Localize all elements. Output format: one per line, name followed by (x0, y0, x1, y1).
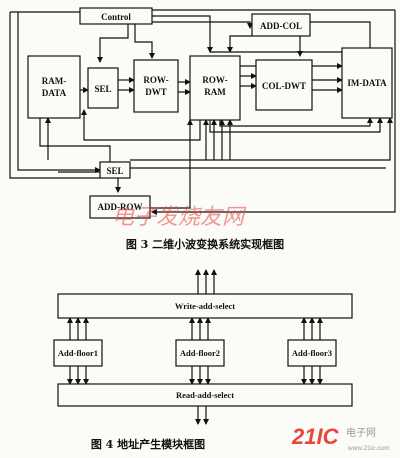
loop-3 (219, 117, 373, 127)
row-ram-label-2: RAM (204, 87, 226, 97)
logo-watermark: 21IC 电子网 www.21ic.com (291, 424, 390, 452)
add-col-box (251, 13, 311, 37)
row-dwt-box (133, 59, 179, 113)
floor1-box (53, 339, 103, 367)
add-row-label: ADD-ROW (98, 202, 143, 212)
read-select-box (57, 383, 353, 407)
row-ram-box (189, 55, 241, 121)
control-bus-right (151, 10, 396, 215)
row-ram-label-1: ROW- (202, 75, 227, 85)
loop-2 (209, 117, 383, 133)
figure-4-caption: 图 4 地址产生模块框图 (91, 437, 205, 451)
sel-bottom-box (99, 161, 131, 179)
floor1-label: Add-floor1 (58, 348, 98, 358)
figure-3-labels: Control ADD-COL RAM- DATA SEL ROW- DWT R… (42, 12, 387, 212)
floor3-box (287, 339, 337, 367)
add-col-to-im-data (310, 21, 373, 57)
ram-data-label-2: DATA (42, 88, 67, 98)
control-bus-left (9, 12, 100, 179)
row-dwt-label-2: DWT (145, 87, 167, 97)
site-watermark: 电子发烧友网 (112, 205, 247, 230)
add-row-to-row-ram (150, 119, 193, 209)
im-data-label: IM-DATA (347, 78, 387, 88)
ram-data-label-1: RAM- (42, 76, 67, 86)
write-select-box (57, 293, 353, 319)
figure-3-caption: 图 3 二维小波变换系统实现框图 (126, 237, 284, 251)
add-col-label: ADD-COL (260, 21, 302, 31)
figure-4-labels: Write-add-select Add-floor1 Add-floor2 A… (58, 301, 332, 400)
floor2-label: Add-floor2 (180, 348, 220, 358)
add-col-to-row-ram (227, 35, 252, 53)
control-to-add-col (152, 21, 253, 29)
loop-1 (81, 109, 201, 141)
logo-number: 21IC (291, 424, 340, 449)
control-to-row-ram (152, 15, 213, 53)
floor3-label: Add-floor3 (292, 348, 332, 358)
ram-to-sel-bottom (39, 118, 111, 162)
control-bus-left-inner (17, 12, 101, 173)
floor2-box (175, 339, 225, 367)
logo-chinese: 电子网 (346, 426, 376, 439)
sel-bus-right (130, 117, 393, 161)
sel-top-box (87, 67, 119, 109)
control-to-sel (97, 22, 129, 63)
sel-bottom-label: SEL (106, 166, 123, 176)
control-label: Control (101, 12, 131, 22)
ram-data-box (27, 55, 81, 119)
im-data-box (341, 47, 393, 119)
control-box (79, 7, 153, 25)
write-select-label: Write-add-select (175, 301, 235, 311)
logo-url: www.21ic.com (347, 445, 390, 452)
col-dwt-box (255, 59, 313, 111)
row-dwt-label-1: ROW- (143, 75, 168, 85)
control-to-row-dwt (134, 22, 155, 59)
figure-3 (9, 7, 396, 219)
read-select-label: Read-add-select (176, 390, 234, 400)
add-row-box (89, 195, 151, 219)
figure-4 (53, 269, 353, 425)
sel-top-label: SEL (94, 84, 111, 94)
col-dwt-label: COL-DWT (262, 81, 306, 91)
